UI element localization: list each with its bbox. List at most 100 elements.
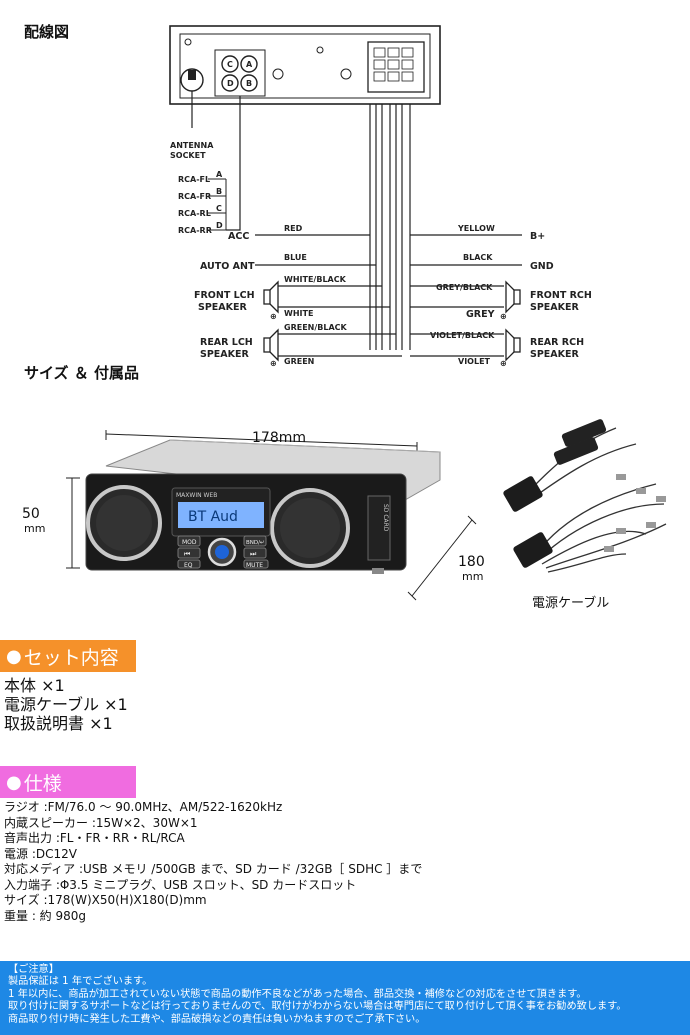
wire-violet-black: VIOLET/BLACK [430, 331, 495, 340]
rca-fr-label: RCA-FR [178, 192, 211, 201]
list-item: 電源 :DC12V [4, 846, 77, 861]
list-item: ラジオ :FM/76.0 〜 90.0MHz、AM/522-1620kHz [4, 800, 283, 814]
notice-line: 商品取り付け時に発生した工費や、部品破損などの責任は負いかねますのでご了承下さい… [8, 1013, 426, 1025]
front-lch-2: SPEAKER [198, 302, 247, 313]
wiring-heading: 配線図 [24, 23, 70, 41]
notice-line: 【ご注意】 [8, 964, 59, 975]
wire-black: BLACK [463, 253, 493, 262]
notice-line: 製品保証は 1 年でございます。 [8, 976, 153, 988]
list-item: 電源ケーブル ×1 [4, 695, 128, 714]
front-left-speaker-icon [263, 280, 279, 314]
set-contents-list: 本体 ×1 電源ケーブル ×1 取扱説明書 ×1 [4, 676, 128, 733]
antenna-label-1: ANTENNA [170, 141, 214, 150]
mute-button-label: MUTE [246, 562, 263, 569]
front-right-plus: ⊕ [500, 312, 507, 321]
list-item: 取扱説明書 ×1 [4, 714, 113, 733]
next-button[interactable] [243, 547, 267, 559]
usb-port[interactable] [372, 568, 384, 574]
list-item: 内蔵スピーカー :15W×2、30W×1 [4, 815, 198, 830]
rca-letter-b: B [216, 187, 222, 196]
wire-blue: BLUE [284, 253, 307, 262]
notice-line: 取り付けに関するサポートなどは行っておりませんので、取付けがわからない場合は専門… [8, 1001, 627, 1013]
rca-connector-c: C [227, 60, 233, 69]
rca-connector-d: D [227, 79, 234, 88]
list-item: 対応メディア :USB メモリ /500GB まで、SD カード /32GB［ … [4, 862, 423, 876]
list-item: 重量 : 約 980g [4, 908, 87, 923]
front-right-speaker-icon [505, 280, 521, 314]
list-item: 本体 ×1 [4, 676, 65, 695]
rear-right-speaker-icon [505, 328, 521, 362]
acc-label: ACC [228, 231, 249, 242]
next-button-label: ⏭ [250, 550, 257, 558]
lcd-display [178, 502, 264, 528]
wire-white-black: WHITE/BLACK [284, 275, 347, 284]
wire-white: WHITE [284, 309, 313, 318]
mute-button[interactable] [243, 559, 269, 569]
mod-button[interactable] [177, 535, 201, 547]
rear-rch-2: SPEAKER [530, 349, 579, 360]
specs-header: ● 仕様 [0, 766, 136, 798]
list-item: 音声出力 :FL・FR・RR・RL/RCA [4, 831, 185, 845]
power-connector [367, 41, 425, 93]
rca-rl-label: RCA-RL [178, 209, 211, 218]
rca-letter-a: A [216, 170, 223, 179]
height-label-value: 50 [22, 506, 40, 522]
wire-green: GREEN [284, 357, 314, 366]
front-left-plus: ⊕ [270, 312, 277, 321]
bplus-label: B+ [530, 231, 545, 242]
rca-fl-label: RCA-FL [178, 175, 210, 184]
wire-yellow: YELLOW [457, 224, 495, 233]
rca-connector-a: A [246, 60, 253, 69]
front-rch-2: SPEAKER [530, 302, 579, 313]
rca-connector-b: B [246, 79, 252, 88]
rear-lch-2: SPEAKER [200, 349, 249, 360]
eq-button[interactable] [177, 559, 201, 569]
rca-letter-d: D [216, 221, 223, 230]
mod-button-label: MOD [182, 539, 197, 546]
eq-button-label: EQ [184, 562, 193, 569]
rear-left-plus: ⊕ [270, 359, 277, 368]
list-item: サイズ :178(W)X50(H)X180(D)mm [4, 893, 207, 907]
lcd-text: BT Aud [188, 509, 238, 525]
wire-grey: GREY [466, 309, 495, 320]
sd-card-label: SD CARD [382, 504, 389, 532]
brand-text: MAXWIN WEB [176, 492, 217, 499]
prev-button-label: ⏮ [184, 550, 190, 558]
front-rch-1: FRONT RCH [530, 290, 592, 301]
notice-box: 【ご注意】 製品保証は 1 年でございます。 1 年以内に、商品が加工されていな… [0, 961, 690, 1035]
rca-rr-label: RCA-RR [178, 226, 212, 235]
head-unit-illustration: 178mm MAXWIN WEB BT Aud MOD BND/↵ ⏮ ⏭ EQ… [22, 430, 485, 601]
specs-title: 仕様 [23, 772, 62, 795]
rear-right-plus: ⊕ [500, 359, 507, 368]
antenna-label-2: SOCKET [170, 151, 206, 160]
band-button-label: BND/↵ [246, 540, 265, 546]
rear-lch-1: REAR LCH [200, 337, 253, 348]
wire-red: RED [284, 224, 303, 233]
rear-rch-1: REAR RCH [530, 337, 584, 348]
rca-letter-c: C [216, 204, 222, 213]
wire-green-black: GREEN/BLACK [284, 323, 348, 332]
iso-connector-bottom [513, 532, 553, 568]
bullet-icon: ● [6, 645, 22, 667]
prev-button[interactable] [177, 547, 201, 559]
wire-violet: VIOLET [458, 357, 491, 366]
iso-connector-top [503, 476, 543, 512]
set-contents-title: セット内容 [23, 646, 119, 669]
size-heading: サイズ ＆ 付属品 [24, 364, 139, 382]
notice-line: 1 年以内に、商品が加工されていない状態で商品の動作不良などがあった場合、部品交… [8, 988, 587, 1000]
list-item: 入力端子 :Φ3.5 ミニプラグ、USB スロット、SD カードスロット [4, 877, 357, 892]
wire-grey-black: GREY/BLACK [436, 283, 493, 292]
cable-caption: 電源ケーブル [532, 596, 610, 611]
depth-label-unit: mm [462, 570, 483, 583]
gnd-label: GND [530, 261, 554, 272]
set-contents-header: ● セット内容 [0, 640, 136, 672]
width-label: 178mm [252, 430, 306, 446]
auto-ant-label: AUTO ANT [200, 261, 255, 272]
band-button[interactable] [243, 535, 267, 547]
wiring-diagram: C A D B ANTENNA SOCKET RCA-FL RCA-FR RCA… [169, 25, 592, 368]
height-label-unit: mm [24, 522, 45, 535]
rear-left-speaker-icon [263, 328, 279, 362]
bullet-icon: ● [6, 771, 22, 793]
specs-list: ラジオ :FM/76.0 〜 90.0MHz、AM/522-1620kHz 内蔵… [4, 800, 422, 924]
head-unit-back [169, 25, 441, 105]
